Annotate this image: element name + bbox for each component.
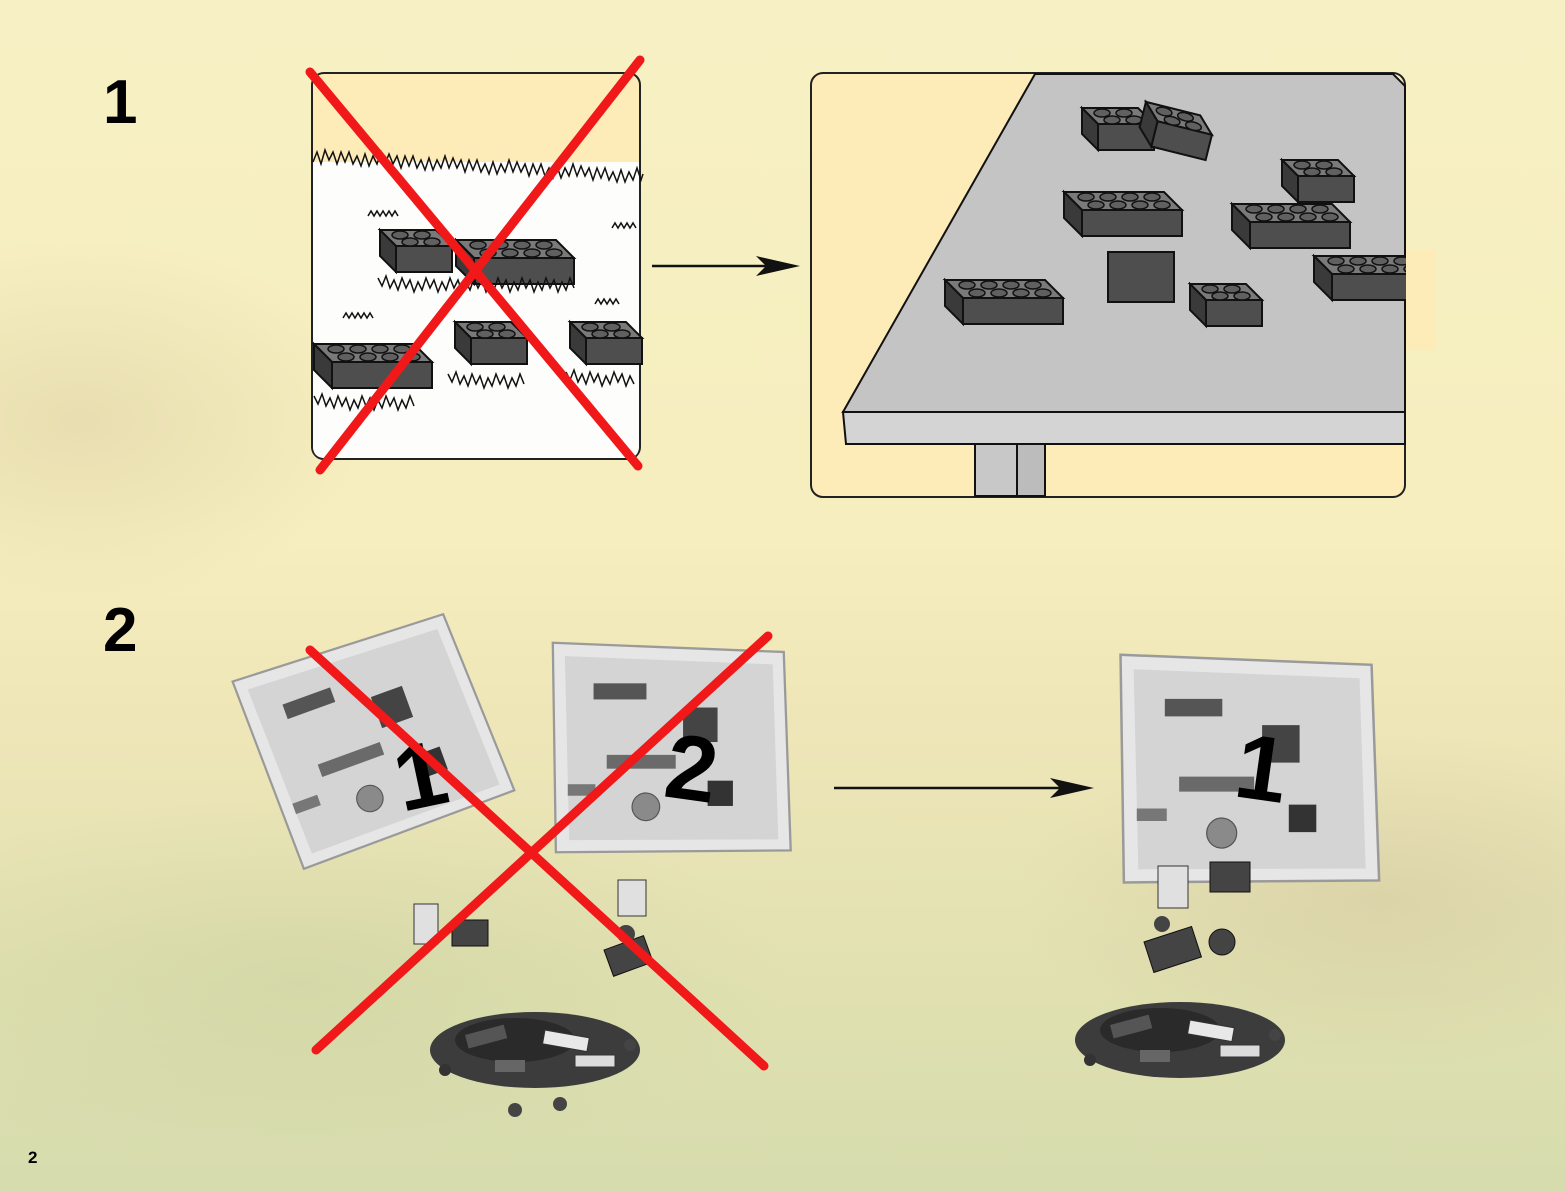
brick-icon: [1231, 203, 1351, 249]
step-number-1: 1: [103, 68, 138, 137]
step-number-2: 2: [103, 596, 138, 665]
step2-correct-bag: 1: [1074, 628, 1410, 1079]
brick-pile: [1074, 1001, 1286, 1079]
arrow-right-icon: [652, 256, 800, 276]
page-number: 2: [28, 1148, 38, 1167]
wrong-cross-icon: [305, 55, 645, 475]
wrong-cross-icon: [305, 631, 773, 1071]
step2-wrong-bags: 1 2: [226, 606, 820, 1117]
brick-icon: [1189, 283, 1263, 327]
brick-icon: [1281, 159, 1355, 203]
arrow-right-icon: [834, 778, 1094, 798]
brick-icon: [1063, 191, 1183, 237]
step1-correct-panel: [810, 72, 1436, 498]
brick-icon: [944, 279, 1064, 325]
brick-icon: [454, 321, 528, 365]
parts-bag-icon: [226, 606, 523, 877]
brick-pile: [429, 1011, 641, 1089]
brick-icon: [569, 321, 643, 365]
